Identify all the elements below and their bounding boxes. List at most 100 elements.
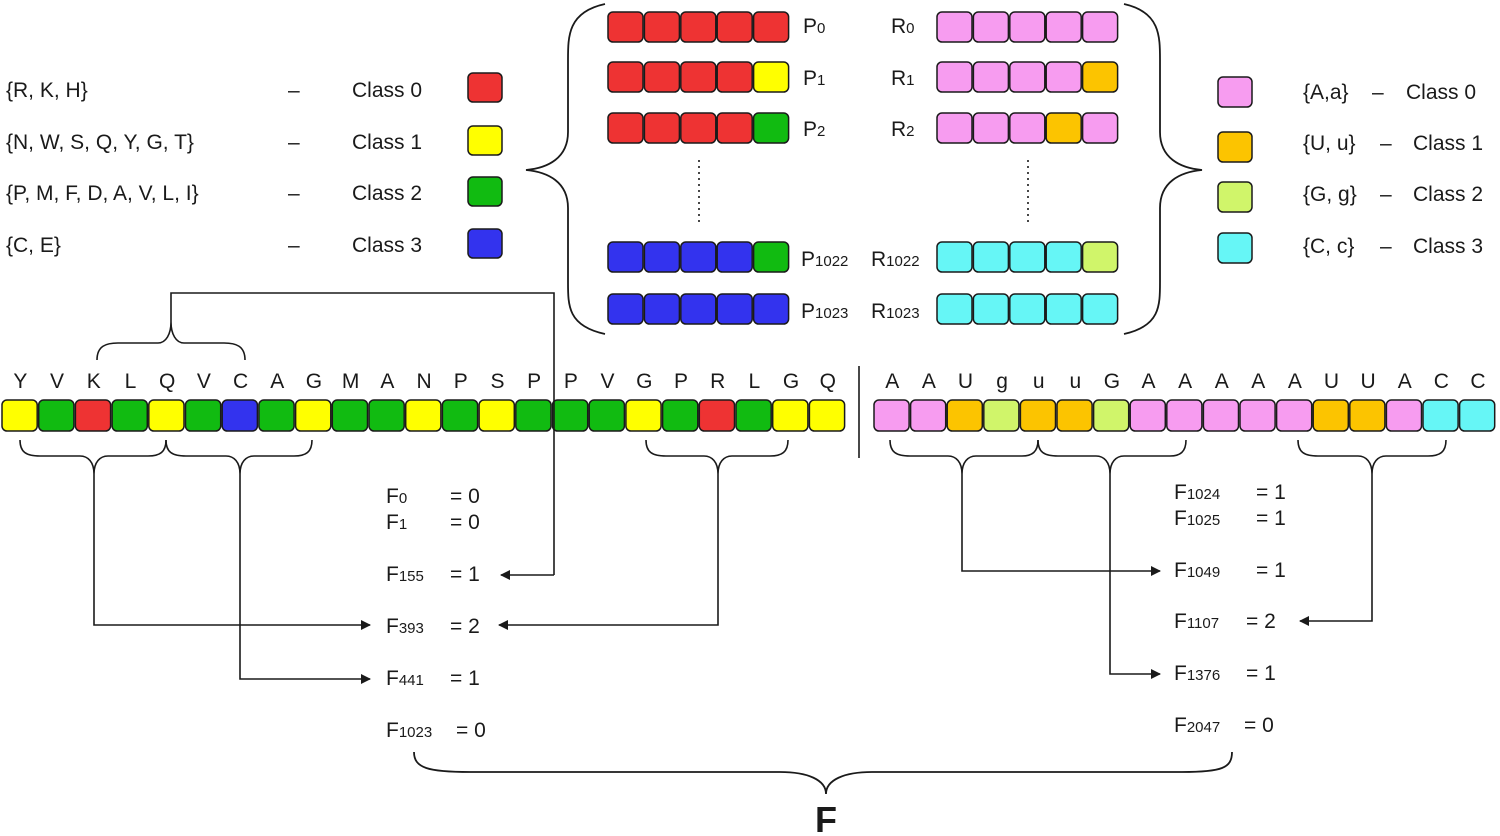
rna-pattern-cell xyxy=(1009,293,1046,325)
connector-arrow xyxy=(93,474,371,630)
protein-pattern-cell xyxy=(643,241,681,273)
rna-sequence-letter: U xyxy=(958,370,973,393)
connector-arrow xyxy=(961,474,1161,576)
rna-sequence-cell xyxy=(1202,399,1240,432)
rna-legend-dash: – xyxy=(1380,235,1392,258)
protein-sequence-cell xyxy=(74,399,112,432)
protein-pattern-rows xyxy=(607,11,790,325)
connector-arrow xyxy=(239,474,371,684)
rna-pattern-cell xyxy=(1009,112,1046,144)
feature-value: F0= 0 xyxy=(386,485,480,508)
protein-sequence-letter: N xyxy=(416,370,431,393)
protein-pattern-cell xyxy=(752,61,790,93)
protein-sequence-letter: A xyxy=(380,370,394,393)
protein-sequence-cell xyxy=(698,399,736,432)
rna-sequence-letter: A xyxy=(1288,370,1302,393)
protein-legend-row: {P, M, F, D, A, V, L, I} – Class 2 xyxy=(6,176,503,207)
protein-pattern-cell xyxy=(680,293,717,325)
rna-legend-row: {A,a} – Class 0 xyxy=(1217,76,1476,108)
rna-pattern-cell xyxy=(1045,112,1082,144)
rna-pattern-cell xyxy=(1045,11,1082,43)
protein-pattern-cell xyxy=(607,241,644,273)
window-brace-bottom xyxy=(1297,439,1447,475)
protein-pattern-cell xyxy=(607,293,644,325)
protein-legend-dash: – xyxy=(288,79,300,102)
protein-pattern-cell xyxy=(716,293,753,325)
protein-class-1-swatch xyxy=(467,125,503,156)
rna-sequence-letter: U xyxy=(1324,370,1339,393)
rna-legend-class: Class 1 xyxy=(1413,132,1483,155)
rna-pattern-label: R1022 xyxy=(871,248,920,271)
protein-sequence-cell xyxy=(1,399,38,432)
connector-arrow xyxy=(498,474,719,630)
rna-legend-class: Class 3 xyxy=(1413,235,1483,258)
connector-arrow xyxy=(1109,474,1161,679)
window-brace-bottom xyxy=(1037,439,1187,475)
rna-sequence-cell xyxy=(1458,399,1496,432)
connector-arrow xyxy=(1299,474,1373,626)
protein-pattern-row xyxy=(607,61,790,93)
rna-sequence-cell xyxy=(1312,399,1350,432)
rna-sequence-cell xyxy=(1385,399,1423,432)
protein-sequence-cell xyxy=(331,399,369,432)
protein-sequence-letter: K xyxy=(87,370,101,393)
rna-pattern-cell xyxy=(972,241,1010,273)
rna-pattern-row xyxy=(936,241,1119,273)
rna-legend-class: Class 0 xyxy=(1406,81,1476,104)
rna-pattern-row xyxy=(936,293,1119,325)
rna-pattern-row xyxy=(936,11,1119,43)
rna-sequence-cell xyxy=(873,399,910,432)
rna-pattern-cell xyxy=(936,112,973,144)
rna-legend-row: {U, u} – Class 1 xyxy=(1217,131,1483,163)
rna-pattern-cell xyxy=(936,11,973,43)
protein-pattern-cell xyxy=(680,112,717,144)
rna-pattern-cell xyxy=(1009,11,1046,43)
rna-pattern-cell xyxy=(1009,61,1046,93)
rna-pattern-cell xyxy=(936,61,973,93)
window-brace-bottom xyxy=(889,439,1039,475)
rna-sequence-letter: A xyxy=(1178,370,1192,393)
rna-sequence-letter: u xyxy=(1033,370,1045,393)
rna-sequence-cell xyxy=(909,399,947,432)
protein-sequence-letter: G xyxy=(636,370,652,393)
rna-sequence-letter: g xyxy=(996,370,1008,393)
feature-value: F1025= 1 xyxy=(1174,507,1286,530)
rna-legend-row: {C, c} – Class 3 xyxy=(1217,232,1483,264)
protein-feature-values: F0= 0 F1= 0 F155= 1 F393= 2 F441= 1 F102… xyxy=(386,485,486,742)
rna-legend-dash: – xyxy=(1380,132,1392,155)
rna-sequence-cell xyxy=(1019,399,1057,432)
protein-pattern-label: P1022 xyxy=(801,248,848,271)
window-brace-top xyxy=(96,321,246,361)
rna-pattern-cell xyxy=(1081,11,1119,43)
rna-pattern-label: R1 xyxy=(891,67,915,90)
protein-sequence-cell xyxy=(588,399,626,432)
protein-sequence-cell xyxy=(37,399,75,432)
rna-pattern-cell xyxy=(1081,241,1119,273)
protein-sequence-letter: V xyxy=(197,370,211,393)
rna-pattern-label: R2 xyxy=(891,118,915,141)
rna-pattern-cell xyxy=(1081,61,1119,93)
protein-pattern-label: P1 xyxy=(803,67,825,90)
protein-pattern-cell xyxy=(643,293,681,325)
protein-legend-row: {N, W, S, Q, Y, G, T} – Class 1 xyxy=(6,125,503,156)
pattern-left-brace xyxy=(525,3,606,335)
protein-legend: {R, K, H} – Class 0 {N, W, S, Q, Y, G, T… xyxy=(6,72,503,259)
protein-legend-group: {N, W, S, Q, Y, G, T} xyxy=(6,131,194,154)
rna-sequence-letter: u xyxy=(1069,370,1081,393)
protein-sequence-cell xyxy=(515,399,552,432)
rna-class-3-swatch xyxy=(1217,232,1253,264)
feature-value: F393= 2 xyxy=(386,615,480,638)
rna-sequence-letter: A xyxy=(1398,370,1412,393)
rna-feature-values: F1024= 1 F1025= 1 F1049= 1 F1107= 2 F137… xyxy=(1174,481,1286,737)
rna-pattern-cell xyxy=(972,11,1010,43)
rna-pattern-cell xyxy=(1045,61,1082,93)
protein-pattern-cell xyxy=(607,112,644,144)
protein-sequence-letter: P xyxy=(564,370,578,393)
protein-sequence-cell xyxy=(551,399,589,432)
rna-sequence-letter: G xyxy=(1104,370,1120,393)
protein-sequence-letter: G xyxy=(306,370,322,393)
rna-pattern-cell xyxy=(972,61,1010,93)
rna-pattern-cell xyxy=(936,293,973,325)
rna-pattern-cell xyxy=(972,112,1010,144)
feature-value: F1024= 1 xyxy=(1174,481,1286,504)
